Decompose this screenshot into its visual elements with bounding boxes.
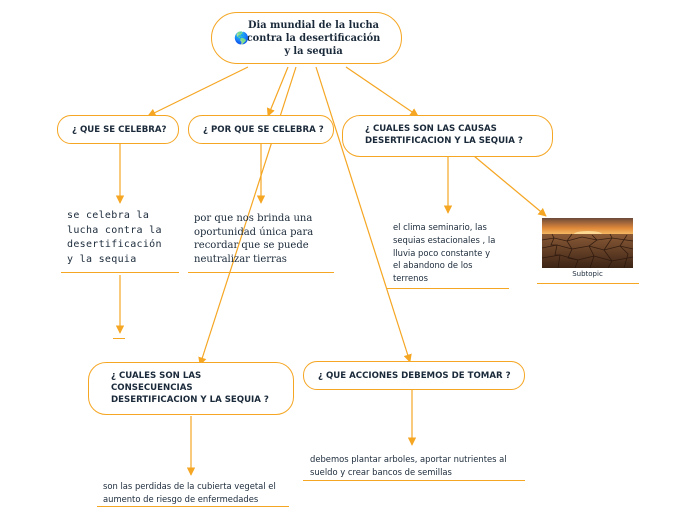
central-title-line-2: contra la desertificación (246, 33, 381, 44)
detail-por-que[interactable]: por que nos brinda una oportunidad única… (194, 212, 313, 266)
topic-acciones[interactable]: ¿ QUE ACCIONES DEBEMOS DE TOMAR ? (303, 361, 525, 390)
detail-celebra-line-2: lucha contra la (67, 224, 162, 236)
detail-causas-line-4: el abandono de los (393, 260, 473, 271)
detail-consecuencias-line-2: aumento de riesgo de enfermedades (103, 493, 259, 504)
globe-icon: 🌎 (234, 31, 249, 45)
detail-acciones-underline (303, 480, 525, 481)
detail-consecuencias-underline (97, 506, 289, 507)
detail-causas-line-5: terrenos (393, 273, 428, 284)
topic-consecuencias-line-1: ¿ CUALES SON LAS (111, 371, 202, 381)
detail-celebra-line-3: desertificación (67, 239, 162, 251)
subtopic-label: Subtopic (572, 270, 603, 278)
empty-subtopic-underline (113, 338, 125, 339)
topic-acciones-label: ¿ QUE ACCIONES DEBEMOS DE TOMAR ? (318, 370, 511, 381)
cracked-earth-picture (542, 218, 633, 268)
detail-celebra-line-1: se celebra la (67, 210, 150, 221)
central-topic[interactable]: 🌎 Dia mundial de la lucha contra la dese… (211, 12, 402, 64)
detail-causas-line-1: el clima seminario, las (393, 222, 487, 232)
topic-por-que-se-celebra[interactable]: ¿ POR QUE SE CELEBRA ? (188, 115, 334, 144)
cracked-earth-image[interactable] (542, 218, 633, 268)
link-causas-image (473, 155, 547, 217)
topic-consecuencias[interactable]: ¿ CUALES SON LAS CONSECUENCIAS DESERTIFI… (88, 362, 294, 415)
central-title-line-1: Dia mundial de la lucha (248, 20, 379, 31)
detail-celebra-line-4: y la sequia (67, 253, 137, 265)
topic-que-se-celebra-label: ¿ QUE SE CELEBRA? (72, 124, 167, 135)
detail-por-que-line-1: por que nos brinda una (194, 213, 313, 224)
detail-por-que-line-3: recordar que se puede (194, 240, 309, 252)
topic-causas[interactable]: ¿ CUALES SON LAS CAUSAS DESERTIFICACION … (342, 115, 553, 157)
topic-que-se-celebra[interactable]: ¿ QUE SE CELEBRA? (57, 115, 179, 144)
central-title-line-3: y la sequia (284, 46, 343, 57)
detail-causas-line-2: sequias estacionales , la (393, 234, 496, 245)
topic-consecuencias-line-2: CONSECUENCIAS (111, 383, 193, 393)
topic-por-que-label: ¿ POR QUE SE CELEBRA ? (203, 124, 324, 135)
detail-celebra-underline (61, 272, 179, 273)
link-center-que-se-celebra (147, 66, 249, 117)
link-center-acciones (315, 66, 412, 363)
detail-celebra[interactable]: se celebra la lucha contra la desertific… (67, 209, 162, 267)
topic-consecuencias-line-3: DESERTIFICACION Y LA SEQUIA ? (111, 395, 269, 405)
detail-por-que-line-2: oportunidad única para (194, 226, 314, 238)
detail-causas-underline (387, 288, 509, 289)
detail-consecuencias[interactable]: son las perdidas de la cubierta vegetal … (103, 480, 276, 506)
subtopic-underline (537, 283, 639, 284)
detail-acciones[interactable]: debemos plantar arboles, aportar nutrien… (310, 453, 507, 479)
detail-causas-line-3: lluvia poco constante y (393, 247, 491, 258)
detail-acciones-line-1: debemos plantar arboles, aportar nutrien… (310, 454, 507, 464)
link-center-causas (345, 66, 419, 117)
link-center-por-que (266, 66, 289, 117)
detail-acciones-line-2: sueldo y crear bancos de semillas (310, 466, 452, 477)
detail-causas[interactable]: el clima seminario, las sequias estacion… (393, 221, 495, 285)
topic-causas-line-2: DESERTIFICACION Y LA SEQUIA ? (365, 136, 523, 146)
topic-causas-line-1: ¿ CUALES SON LAS CAUSAS (365, 124, 497, 134)
detail-por-que-underline (188, 272, 334, 273)
detail-consecuencias-line-1: son las perdidas de la cubierta vegetal … (103, 481, 276, 491)
detail-por-que-line-4: neutralizar tierras (194, 253, 287, 265)
